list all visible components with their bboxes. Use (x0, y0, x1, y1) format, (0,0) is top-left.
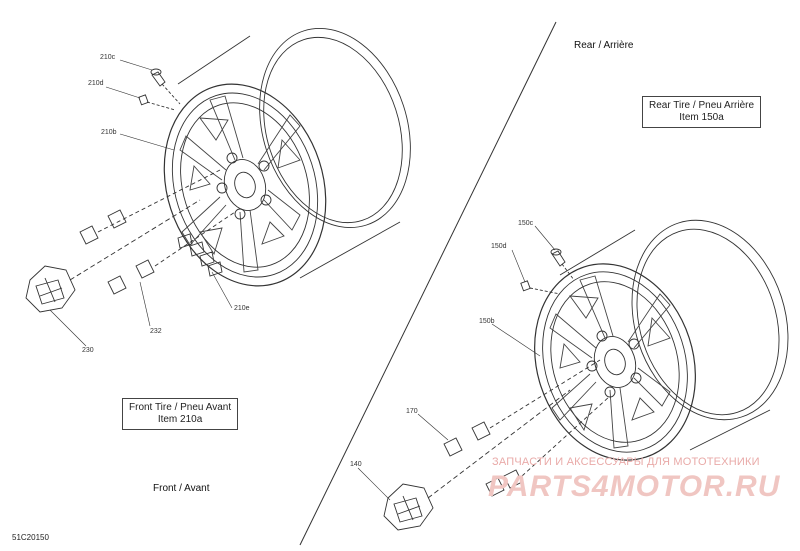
front-lug-nuts-upper (79, 169, 221, 245)
callout-170: 170 (406, 408, 418, 415)
callout-210b: 210b (101, 129, 117, 136)
front-valve-cap (138, 94, 176, 111)
callout-210d: 210d (88, 80, 104, 87)
callout-210e: 210e (234, 305, 250, 312)
front-wheel-weights (177, 233, 223, 277)
rear-hub (383, 389, 571, 531)
front-wheel (163, 28, 411, 287)
rear-lug-nuts-lower (485, 395, 611, 497)
rear-tire-label: Rear Tire / Pneu Arrière (649, 100, 755, 111)
callout-150c: 150c (518, 220, 534, 227)
rear-lug-nuts-upper (443, 359, 601, 457)
rear-tire-item-box: Rear Tire / Pneu Arrière Item 150a (642, 96, 762, 128)
rear-tire-item: Item 150a (679, 112, 724, 123)
rear-section-label: Rear / Arrière (574, 40, 634, 51)
callout-140: 140 (350, 461, 362, 468)
front-tire-item-box: Front Tire / Pneu Avant Item 210a (122, 398, 239, 430)
front-section-label: Front / Avant (153, 483, 210, 494)
front-hub (25, 199, 201, 313)
callout-210c: 210c (100, 54, 116, 61)
reference-code: 51C20150 (12, 533, 49, 542)
rear-valve-stem (550, 248, 575, 281)
front-tire-item: Item 210a (157, 414, 203, 425)
front-tire-label: Front Tire / Pneu Avant (129, 402, 232, 413)
callout-150b: 150b (479, 318, 495, 325)
callout-230: 230 (82, 347, 94, 354)
rear-wheel (534, 219, 789, 461)
front-lug-nuts-lower (107, 211, 236, 295)
section-divider (299, 21, 557, 546)
watermark-brand: PARTS4MOTOR.RU (488, 470, 781, 503)
callout-150d: 150d (491, 243, 507, 250)
rear-valve-cap (520, 280, 561, 295)
front-valve-stem (150, 68, 181, 105)
callout-232: 232 (150, 328, 162, 335)
watermark-tagline: ЗАПЧАСТИ И АКСЕССУАРЫ ДЛЯ МОТОТЕХНИКИ (492, 456, 760, 468)
